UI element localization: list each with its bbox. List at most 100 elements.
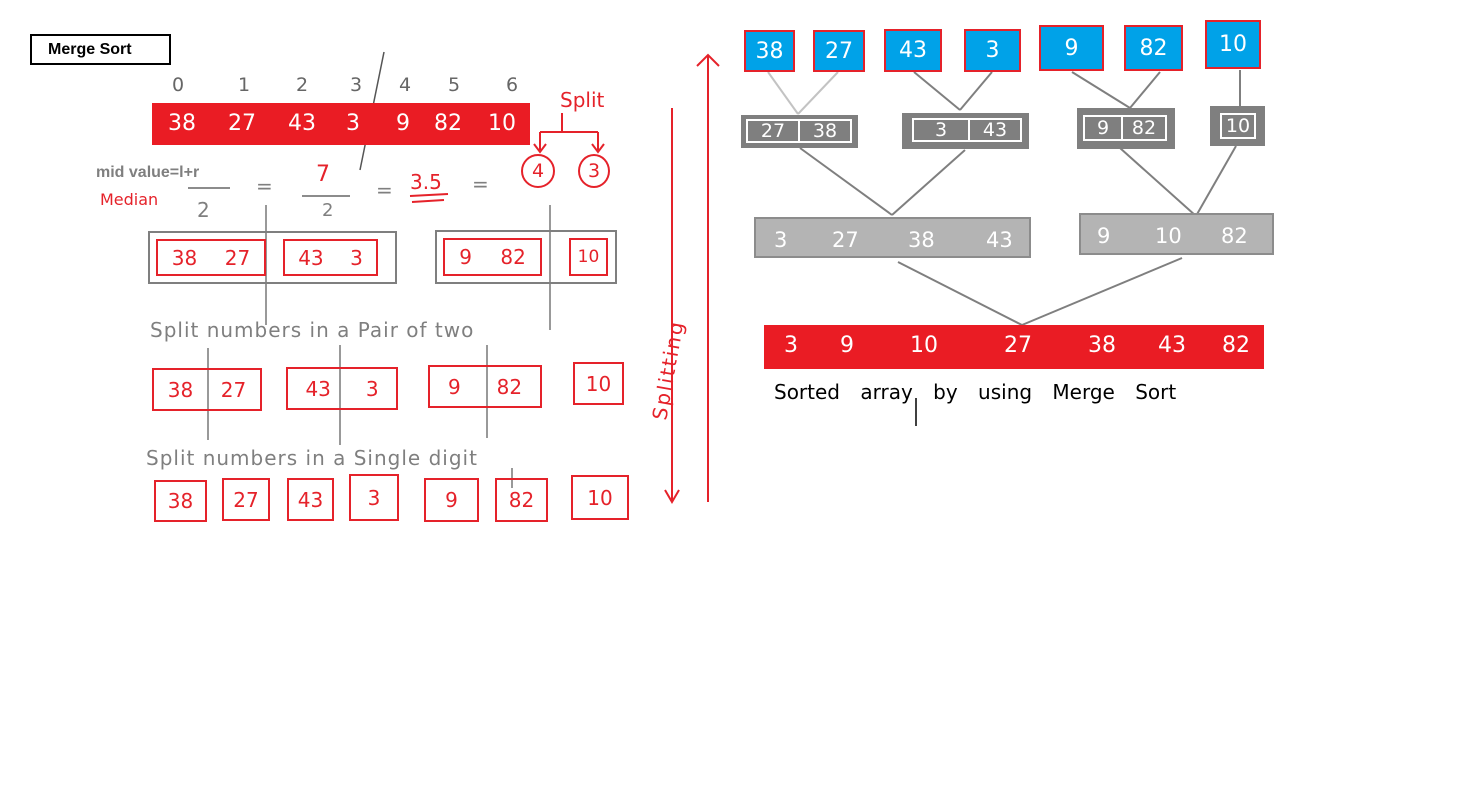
- equals-sign: =: [376, 178, 393, 202]
- single-value: 10: [587, 485, 613, 510]
- sorted-value: 38: [1088, 333, 1116, 358]
- equals-sign: =: [256, 174, 273, 198]
- merge-quad-value: 43: [986, 228, 1013, 252]
- sorted-value: 9: [840, 333, 854, 358]
- index-label: 2: [296, 74, 309, 96]
- single-box: 43: [287, 478, 334, 521]
- tree-line: [1071, 71, 1131, 109]
- index-label: 0: [172, 74, 185, 96]
- pair-value: 43: [305, 376, 331, 401]
- mid-value-text: mid value=: [96, 164, 180, 181]
- single-caption: Split numbers in a Single digit: [146, 446, 478, 470]
- pair-box: 43 3: [286, 367, 398, 410]
- pair-value: 3: [365, 376, 379, 401]
- mid-value-label: mid value=l+r: [96, 164, 199, 182]
- single-box: 82: [495, 478, 548, 522]
- sorted-value: 43: [1158, 333, 1186, 358]
- single-value: 3: [367, 485, 381, 510]
- single-value: 27: [233, 487, 259, 512]
- split-right-count: 3: [578, 154, 610, 188]
- merge-single-box: 27: [813, 30, 865, 72]
- pair-box: 38 27: [152, 368, 262, 411]
- single-value: 38: [167, 489, 194, 513]
- group-value: 38: [171, 245, 198, 270]
- pair-value: 27: [220, 377, 247, 402]
- merge-single-value: 9: [1064, 35, 1079, 61]
- single-value: 9: [445, 488, 458, 512]
- merge-single-box: 10: [1205, 20, 1261, 69]
- mid-result: 3.5: [410, 170, 442, 194]
- tree-line: [1195, 145, 1237, 217]
- merge-pair-cell: 38: [798, 119, 852, 143]
- sorted-value: 82: [1222, 333, 1250, 358]
- tree-line: [1119, 147, 1197, 217]
- equals-sign: =: [472, 172, 489, 196]
- median-label: Median: [100, 190, 159, 209]
- index-label: 6: [506, 74, 519, 96]
- index-label: 4: [399, 74, 412, 96]
- tree-line: [959, 71, 993, 111]
- tree-line: [897, 261, 1023, 326]
- merge-single-box: 82: [1124, 25, 1183, 71]
- single-value: 82: [508, 488, 535, 512]
- up-arrow-head: [696, 53, 720, 67]
- sorted-value: 27: [1004, 333, 1032, 358]
- merge-quad-value: 3: [774, 228, 788, 252]
- group-value: 27: [224, 245, 251, 270]
- merge-quad-value: 38: [908, 228, 935, 252]
- original-array: 38 27 43 3 9 82 10: [152, 103, 530, 145]
- tree-line: [1021, 257, 1183, 326]
- group-value: 3: [350, 245, 363, 270]
- split-label: Split: [560, 88, 605, 112]
- merge-quad-value: 10: [1155, 224, 1182, 248]
- merge-pair-box: 9 82: [1077, 108, 1175, 149]
- sorted-array: 3 9 10 27 38 43 82: [764, 325, 1264, 369]
- tree-line: [1129, 71, 1161, 109]
- pair-value: 9: [447, 374, 461, 399]
- split-arrow-right: [591, 143, 605, 154]
- merge-single-box: 9: [1039, 25, 1104, 71]
- seven-value: 7: [316, 162, 330, 187]
- mid-formula-denominator: 2: [197, 198, 210, 222]
- title-box: Merge Sort: [30, 34, 171, 65]
- index-label: 5: [448, 74, 461, 96]
- pair-value: 10: [585, 371, 612, 396]
- sorted-value: 3: [784, 333, 798, 358]
- single-box: 3: [349, 474, 399, 521]
- tree-line: [797, 71, 839, 115]
- merge-pair-box: 10: [1210, 106, 1265, 146]
- pair-caption: Split numbers in a Pair of two: [150, 318, 475, 342]
- merge-pair-box: 3 43: [902, 113, 1029, 149]
- merge-single-value: 27: [825, 38, 853, 64]
- merge-single-value: 43: [899, 38, 927, 63]
- group-box: 9 82: [443, 238, 542, 276]
- array-value: 9: [396, 111, 410, 136]
- result-underline: [409, 193, 449, 203]
- merge-pair-box: 27 38: [741, 115, 858, 148]
- merge-pair-cell: 9: [1083, 115, 1123, 141]
- array-value: 38: [168, 111, 196, 136]
- down-arrow-head: [664, 489, 680, 504]
- left-half-frame: [148, 231, 397, 284]
- group-box: 38 27: [156, 239, 266, 276]
- pair-box: 9 82: [428, 365, 542, 408]
- single-value: 43: [297, 487, 324, 512]
- sorted-caption: Sorted array by using Merge Sort: [774, 380, 1177, 404]
- sorted-value: 10: [910, 333, 938, 358]
- merge-pair-cell: 82: [1121, 115, 1167, 141]
- merge-pair-cell: 27: [746, 119, 800, 143]
- pair-value: 82: [496, 374, 523, 399]
- right-half-frame: [435, 230, 617, 284]
- array-value: 82: [434, 111, 462, 136]
- single-box: 10: [571, 475, 629, 520]
- merge-single-value: 3: [985, 38, 1000, 63]
- merge-single-box: 43: [884, 29, 942, 72]
- merge-single-value: 82: [1139, 35, 1168, 61]
- merge-quad-value: 82: [1221, 224, 1248, 248]
- index-label: 3: [350, 74, 363, 96]
- array-value: 27: [228, 111, 256, 136]
- merge-pair-cell: 3: [912, 118, 970, 142]
- tree-line: [891, 149, 966, 216]
- pair-value: 38: [167, 377, 194, 402]
